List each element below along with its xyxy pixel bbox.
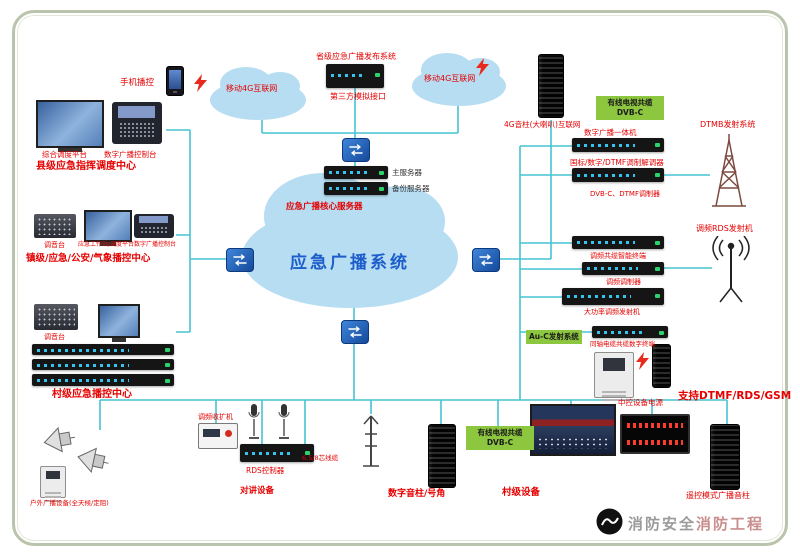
mixer-device [34,214,76,238]
catv-dvbc-label: 有线电视共缆 DVB-C [596,96,664,121]
coax-terminal-label: 同轴电缆共缆数字终端 [590,340,655,348]
all-in-one-device [572,138,664,152]
dtmb-system-label: DTMB发射系统 [700,120,756,129]
fm-rds-transmitter-label: 调频RDS发射机 [696,224,753,233]
mixer-device [34,304,78,330]
core-server-label: 应急广播核心服务器 [286,202,363,212]
horn-speaker-icon [43,426,76,453]
control-power-label: 中控设备电源 [618,398,663,407]
village-meeting-screen [530,404,616,456]
modem-device [572,168,664,182]
village-rack-device [32,359,174,370]
county-center-title: 县级应急指挥调度中心 [36,161,136,172]
backup-server-device [324,182,388,195]
led-display-board [620,414,690,454]
horn-speaker-icon [77,447,109,474]
fm-antenna-icon [712,236,750,303]
wireless-bolt-icon [636,352,649,370]
watermark-part1: 消防安全 [628,515,697,533]
rds-controller-label: RDS控制器 [246,466,285,475]
intercom-devices-label: 对讲设备 [240,486,275,496]
all-in-one-label: 数字广播一体机 [584,128,637,137]
main-server-device [324,166,388,179]
fm-receiver-label: 调频收扩机 [198,413,233,421]
third-party-gateway-device [326,64,384,88]
village-devices-label: 村级设备 [502,487,541,498]
outdoor-control-box [40,466,66,498]
network-switch-icon [226,248,254,272]
provincial-system-label: 省级应急广播发布系统 [316,52,396,61]
mobile-phone-icon [166,66,184,96]
remote-column-speaker [710,424,740,490]
small-speaker-tower [652,344,671,388]
microphone-icon [278,404,290,439]
fm-terminal-label: 调频共缆智能终端 [590,252,646,260]
town-mixer-label: 调音台 [44,241,65,249]
village-rack-device [32,344,174,355]
network-switch-icon [342,138,370,162]
watermark-part2: 消防工程 [696,515,765,533]
wireless-bolt-icon [476,58,489,76]
broadcast-console-device [112,102,162,144]
village-center-title: 村级应急播控中心 [52,389,132,400]
modem-label: 国标/数字/DTMF调制解调器 [570,158,664,167]
town-console-label: 数字广播控制台 [134,241,177,248]
digital-column-speaker [428,424,456,488]
speaker-tower-4g [538,54,564,118]
workstation-screen [84,210,132,246]
dispatch-platform-screen [36,100,104,152]
dtmb-lattice-tower-icon [712,134,746,207]
catv-dvbc-label: 有线电视共缆 DVB-C [466,426,534,451]
phone-control-label: 手机播控 [120,78,155,88]
outdoor-devices-label: 户外广播设备(全天候/定阻) [30,499,109,507]
control-cabinet [594,352,634,398]
cloud-mobile-4g-left [210,67,306,120]
diagram-title: 应急广播系统 [290,253,410,273]
town-workstation-label: 应急工作站/调度平台 [78,241,135,248]
cloud-right-label: 移动4G互联网 [424,74,476,83]
village-mixer-label: 调音台 [44,333,65,341]
cloud-emergency-broadcast-system [242,173,458,308]
town-center-title: 镇级/应急/公安/气象播控中心 [26,253,151,264]
county-console-label: 数字广播控制台 [104,150,157,159]
support-modes-label: 支持DTMF/RDS/GSM [678,390,792,402]
fm-modulator-device [582,262,664,275]
diagram-border [12,10,788,546]
remote-column-label: 遥控模式广播音柱 [686,491,750,500]
fm-power-transmitter-device [562,288,664,305]
digital-column-label: 数字音柱/号角 [388,489,446,499]
fm-modulator-label: 调频调制器 [606,278,641,286]
cloud-left-label: 移动4G互联网 [226,84,278,93]
tower-4g-label: 4G音柱(大喇叭)互联网 [504,120,581,129]
cable-label: 6.5/8芯线缆 [302,454,339,462]
dispatch-platform-label: 综合调度平台 [42,150,87,159]
microphone-icon [248,404,260,439]
cloud-mobile-4g-right [412,53,506,106]
third-party-interface-label: 第三方模拟接口 [330,92,386,101]
auc-system-label: Au-C发射系统 [526,330,582,345]
wireless-bolt-icon [194,74,207,92]
fm-receiver-device [198,423,238,449]
dvbc-modulator-label: DVB-C、DTMF调制器 [590,190,661,198]
network-switch-icon [341,320,369,344]
watermark-logo [596,508,623,535]
coax-terminal-device [592,326,668,338]
village-rack-device [32,374,174,386]
fm-terminal-device [572,236,664,249]
backup-server-label: 备份服务器 [392,184,430,193]
main-server-label: 主服务器 [392,168,422,177]
antenna-mast-icon [363,415,379,467]
broadcast-console-device [134,214,174,238]
fm-power-transmitter-label: 大功率调频发射机 [584,308,640,316]
village-pc-screen [98,304,140,342]
watermark-text: 消防安全消防工程 [628,513,764,534]
rds-controller-device [240,444,314,462]
network-switch-icon [472,248,500,272]
